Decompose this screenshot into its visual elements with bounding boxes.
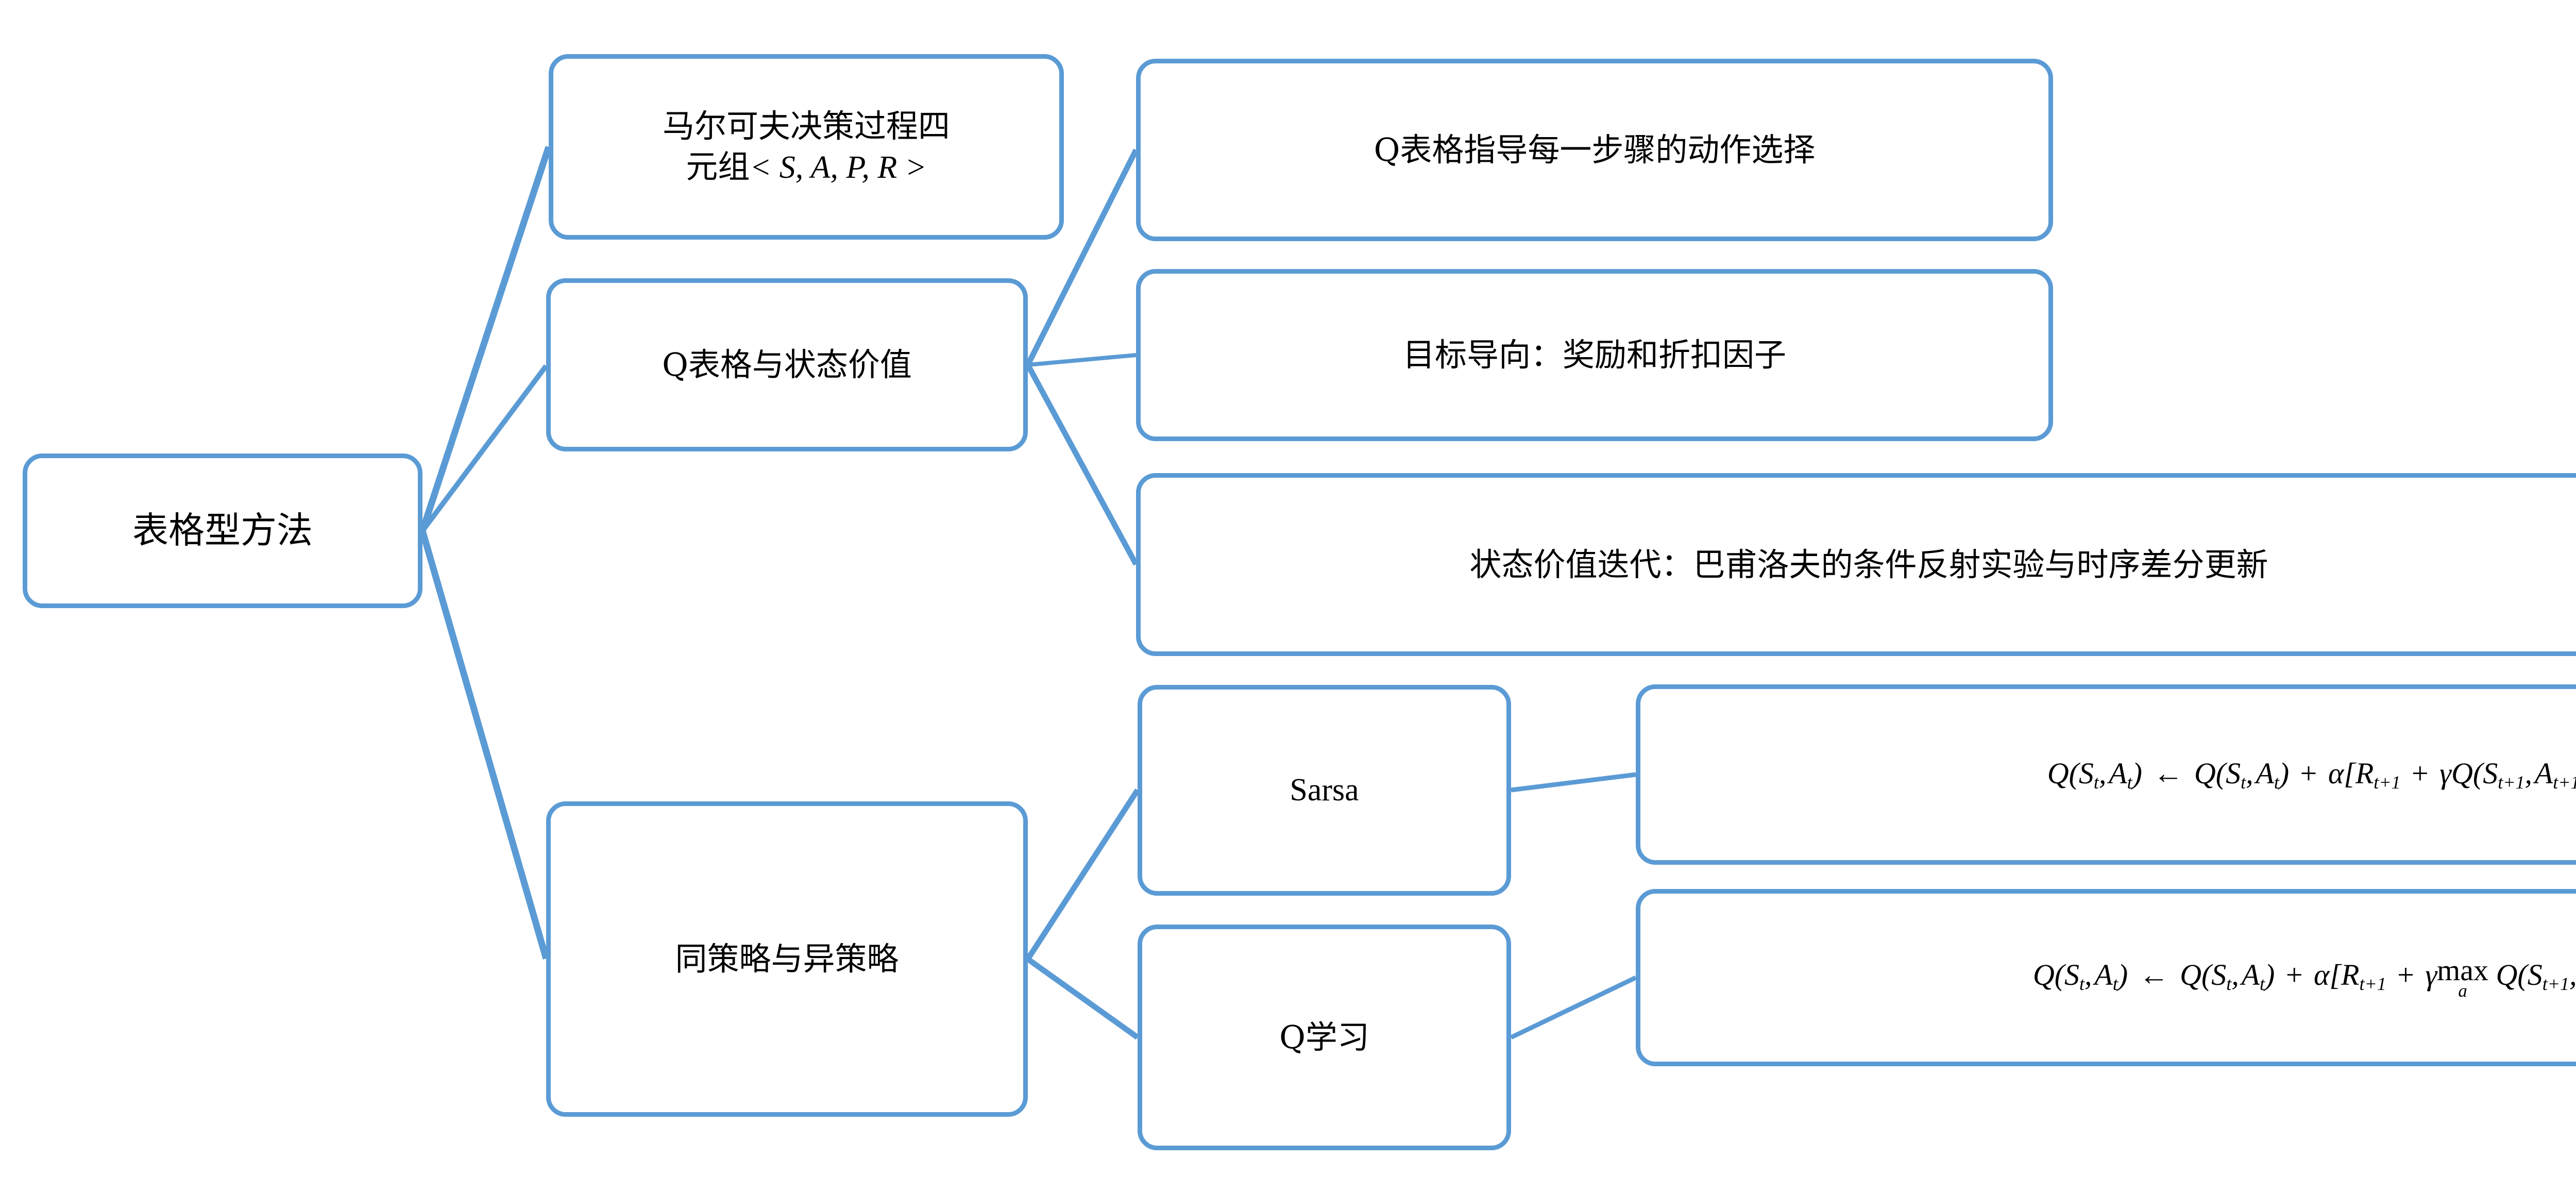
node-goal-oriented-label: 目标导向：奖励和折扣因子: [1402, 336, 1786, 374]
node-value-iteration[interactable]: 状态价值迭代：巴甫洛夫的条件反射实验与时序差分更新: [1136, 473, 2576, 656]
node-mdp-label-line2: 元组: [686, 148, 750, 186]
node-sarsa[interactable]: Sarsa: [1138, 685, 1511, 896]
node-value-iteration-label: 状态价值迭代：巴甫洛夫的条件反射实验与时序差分更新: [1469, 545, 2268, 583]
edge-qtable-to-b2: [1027, 353, 1137, 367]
node-mdp-tuple: < S, A, P, R >: [750, 150, 927, 185]
node-root[interactable]: 表格型方法: [23, 454, 422, 608]
sarsa-formula-expression: Q(St, At) ← Q(St, At) + α[Rt+1 + γQ(St+1…: [2047, 757, 2576, 793]
node-sarsa-formula[interactable]: Q(St, At) ← Q(St, At) + α[Rt+1 + γQ(St+1…: [1636, 684, 2576, 865]
node-sarsa-label: Sarsa: [1290, 772, 1359, 808]
node-q-learning[interactable]: Q学习: [1138, 925, 1511, 1150]
edge-sarsa-to-formula: [1511, 772, 1636, 793]
edge-policy-to-qlearn: [1026, 956, 1140, 1040]
node-q-table-label: Q表格与状态价值: [662, 346, 912, 384]
node-mdp-label-line1: 马尔可夫决策过程四: [662, 107, 950, 145]
edge-qlearn-to-formula: [1510, 975, 1637, 1040]
node-on-off-policy[interactable]: 同策略与异策略: [546, 801, 1028, 1117]
edge-policy-to-sarsa: [1025, 788, 1140, 961]
edge-root-to-mdp: [419, 145, 552, 532]
node-q-guide[interactable]: Q表格指导每一步骤的动作选择: [1136, 59, 2053, 241]
node-root-label: 表格型方法: [132, 509, 313, 552]
node-q-learning-label: Q学习: [1279, 1018, 1369, 1056]
node-mdp[interactable]: 马尔可夫决策过程四 元组< S, A, P, R >: [549, 54, 1064, 240]
edge-root-to-policy: [419, 530, 550, 960]
node-q-guide-label: Q表格指导每一步骤的动作选择: [1374, 131, 1816, 169]
node-mdp-label: 马尔可夫决策过程四 元组< S, A, P, R >: [567, 106, 1046, 188]
node-goal-oriented[interactable]: 目标导向：奖励和折扣因子: [1136, 269, 2053, 441]
node-q-table[interactable]: Q表格与状态价值: [546, 278, 1028, 451]
node-on-off-policy-label: 同策略与异策略: [675, 940, 899, 978]
edge-root-to-qtable: [420, 364, 548, 532]
edge-qtable-to-b3: [1025, 363, 1139, 566]
